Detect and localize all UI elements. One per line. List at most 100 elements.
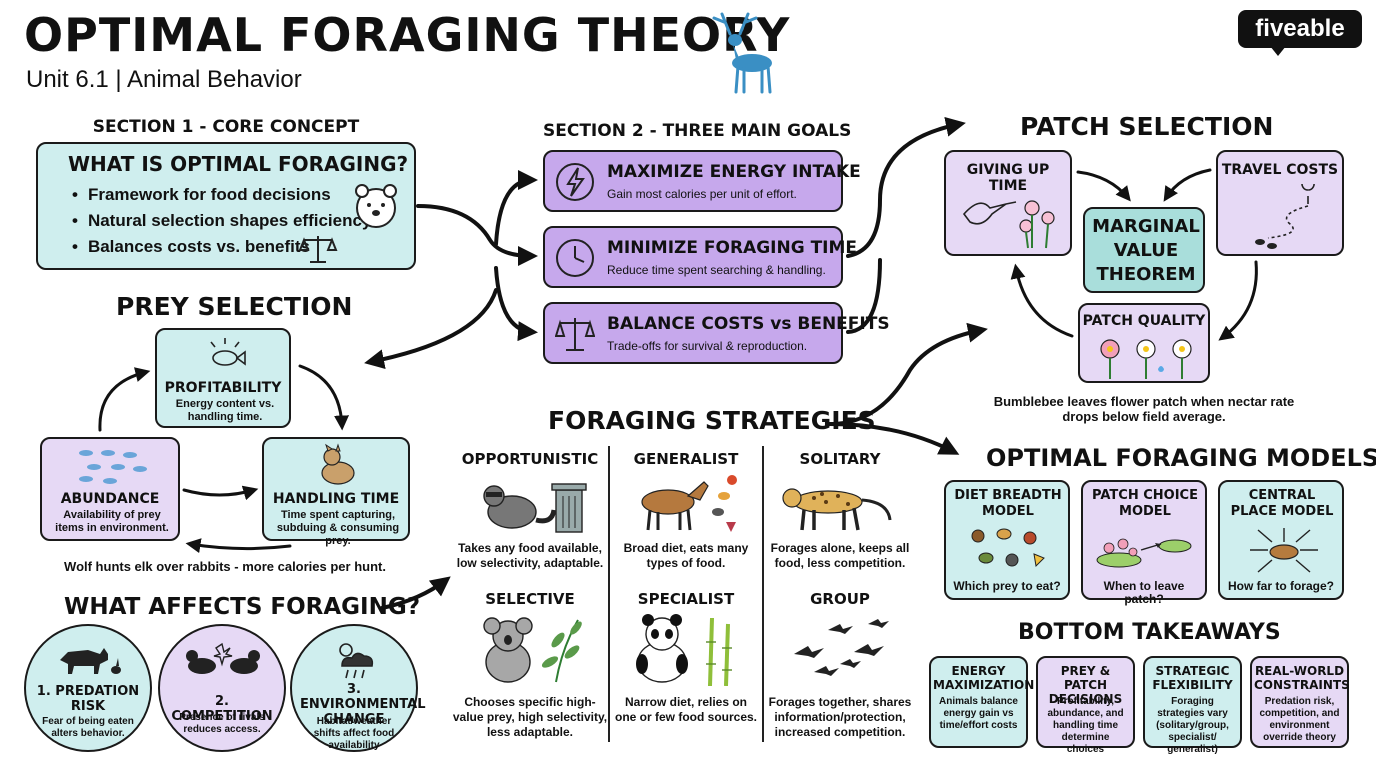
patch-quality-label: PATCH QUALITY bbox=[1082, 313, 1206, 329]
goal-title: BALANCE COSTS vs BENEFITS bbox=[607, 314, 890, 334]
fish-school-icon bbox=[79, 450, 147, 484]
giving-up-time-label: GIVING UP TIME bbox=[966, 162, 1050, 194]
panda-bamboo-icon bbox=[636, 614, 732, 686]
environmental-change-circle: 3. ENVIRONMENTAL CHANGE Habitat/weather … bbox=[290, 624, 426, 752]
competition-circle: 2. COMPETITION Presence of rivals reduce… bbox=[158, 624, 286, 752]
goal-card-balance: BALANCE COSTS vs BENEFITS Trade-offs for… bbox=[543, 302, 890, 364]
bumblebee-example: Bumblebee leaves flower patch when necta… bbox=[993, 394, 1295, 424]
strategy-title: GENERALIST bbox=[633, 450, 739, 468]
goal-desc: Gain most calories per unit of effort. bbox=[607, 187, 797, 201]
patch-title: PATCH SELECTION bbox=[1020, 112, 1274, 141]
central-place-card: CENTRAL PLACE MODEL How far to forage? bbox=[1218, 480, 1344, 600]
lightning-icon bbox=[556, 163, 594, 201]
strategies-title: FORAGING STRATEGIES bbox=[548, 406, 876, 435]
model-title: PATCH CHOICE MODEL bbox=[1092, 488, 1198, 519]
patch-quality-card: PATCH QUALITY bbox=[1078, 303, 1210, 383]
model-question: Which prey to eat? bbox=[953, 579, 1061, 593]
strategy-title: SOLITARY bbox=[799, 450, 881, 468]
bullet-item: Balances costs vs. benefits bbox=[72, 234, 371, 260]
fiveable-logo[interactable]: fiveable bbox=[1238, 10, 1362, 48]
arrow-quality-to-givingup bbox=[1010, 263, 1074, 338]
takeaway-card: STRATEGIC FLEXIBILITY Foraging strategie… bbox=[1143, 656, 1242, 755]
strategy-desc: Broad diet, eats many types of food. bbox=[623, 541, 749, 570]
core-concept-card: WHAT IS OPTIMAL FORAGING? Framework for … bbox=[36, 142, 416, 270]
profitability-desc: Energy content vs. handling time. bbox=[175, 398, 275, 423]
bullet-item: Framework for food decisions bbox=[72, 182, 371, 208]
takeaway-desc: Predation risk, competition, and environ… bbox=[1259, 696, 1340, 743]
travel-costs-label: TRAVEL COSTS bbox=[1221, 162, 1339, 178]
raccoon-trashcan-icon bbox=[483, 483, 587, 533]
flowers-icon bbox=[1100, 339, 1192, 379]
clock-icon bbox=[556, 239, 594, 277]
arrow-to-balance bbox=[494, 266, 538, 342]
handling-time-title: HANDLING TIME bbox=[272, 491, 400, 507]
arrow-givingup-to-mvt bbox=[1076, 170, 1131, 202]
patch-choice-card: PATCH CHOICE MODEL When to leave patch? bbox=[1081, 480, 1207, 606]
nest-arrows-icon bbox=[1250, 528, 1318, 573]
competing-animals-icon bbox=[186, 642, 260, 674]
competition-desc: Presence of rivals reduces access. bbox=[179, 712, 265, 735]
prey-title: PREY SELECTION bbox=[116, 292, 353, 321]
fish-icon bbox=[210, 338, 246, 366]
coyote-food-icon bbox=[641, 475, 737, 532]
bullet-item: Natural selection shapes efficiency bbox=[72, 208, 371, 234]
page-subtitle: Unit 6.1 | Animal Behavior bbox=[26, 66, 302, 93]
handling-time-card: HANDLING TIME Time spent capturing, subd… bbox=[262, 437, 410, 547]
predation-risk-circle: 1. PREDATION RISK Fear of being eaten al… bbox=[24, 624, 152, 752]
takeaway-title: STRATEGIC FLEXIBILITY bbox=[1152, 664, 1233, 692]
deer-icon bbox=[712, 12, 772, 94]
patches-icon bbox=[1096, 538, 1192, 568]
goal-card-time: MINIMIZE FORAGING TIME Reduce time spent… bbox=[543, 226, 857, 288]
arrow-abundance-to-profit bbox=[98, 367, 151, 432]
takeaway-title: ENERGY MAXIMIZATION bbox=[933, 664, 1035, 692]
strategy-divider bbox=[762, 446, 764, 742]
bird-flock-icon bbox=[794, 619, 889, 676]
model-question: When to leave patch? bbox=[1103, 579, 1185, 606]
logo-tail bbox=[1270, 46, 1286, 56]
arrow-to-prey bbox=[364, 288, 498, 370]
handling-time-desc: Time spent capturing, subduing & consumi… bbox=[276, 509, 400, 547]
storm-cloud-icon bbox=[339, 643, 374, 679]
balance-scale-icon bbox=[555, 318, 595, 351]
strategy-desc: Takes any food available, low selectivit… bbox=[456, 541, 604, 570]
abundance-card: ABUNDANCE Availability of prey items in … bbox=[40, 437, 180, 541]
cat-eating-icon bbox=[321, 443, 355, 485]
abundance-desc: Availability of prey items in environmen… bbox=[55, 509, 169, 534]
strategy-desc: Chooses specific high-value prey, high s… bbox=[452, 695, 608, 739]
affects-title: WHAT AFFECTS FORAGING? bbox=[64, 594, 421, 620]
koala-eucalyptus-icon bbox=[483, 617, 582, 683]
mvt-label: MARGINAL VALUE THEOREM bbox=[1092, 216, 1200, 285]
abundance-title: ABUNDANCE bbox=[60, 491, 160, 507]
model-question: How far to forage? bbox=[1227, 579, 1334, 593]
strategy-desc: Forages alone, keeps all food, less comp… bbox=[770, 541, 910, 570]
arrow-to-energy bbox=[494, 170, 538, 246]
strategy-title: GROUP bbox=[810, 590, 870, 608]
predation-risk-desc: Fear of being eaten alters behavior. bbox=[42, 716, 134, 739]
section2-label: SECTION 2 - THREE MAIN GOALS bbox=[543, 121, 852, 141]
strategy-desc: Narrow diet, relies on one or few food s… bbox=[614, 695, 758, 724]
wolf-example: Wolf hunts elk over rabbits - more calor… bbox=[64, 559, 386, 574]
goal-title: MINIMIZE FORAGING TIME bbox=[607, 238, 858, 258]
arrow-abundance-to-handling bbox=[182, 485, 259, 501]
strategy-title: SPECIALIST bbox=[637, 590, 735, 608]
strategy-title: OPPORTUNISTIC bbox=[461, 450, 599, 468]
mvt-card: MARGINAL VALUE THEOREM bbox=[1083, 207, 1205, 293]
strategy-divider bbox=[608, 446, 610, 742]
scale-icon bbox=[298, 236, 338, 263]
profitability-card: PROFITABILITY Energy content vs. handlin… bbox=[155, 328, 291, 428]
core-concept-title: WHAT IS OPTIMAL FORAGING? bbox=[68, 152, 409, 176]
section1-label: SECTION 1 - CORE CONCEPT bbox=[92, 117, 360, 137]
giving-up-time-card: GIVING UP TIME bbox=[944, 150, 1072, 256]
arrow-travel-to-mvt bbox=[1163, 168, 1212, 202]
mixed-prey-icon bbox=[971, 528, 1045, 568]
footprints-icon bbox=[1255, 184, 1315, 249]
takeaway-card: REAL-WORLD CONSTRAINTS Predation risk, c… bbox=[1250, 656, 1350, 748]
takeaway-desc: Foraging strategies vary (solitary/group… bbox=[1156, 696, 1229, 755]
wolf-rabbit-icon bbox=[60, 648, 121, 674]
takeaway-desc: Animals balance energy gain vs time/effo… bbox=[939, 696, 1018, 731]
thinking-bear-icon bbox=[355, 184, 397, 228]
goal-desc: Reduce time spent searching & handling. bbox=[607, 263, 826, 277]
predation-risk-title: 1. PREDATION RISK bbox=[36, 684, 140, 714]
travel-costs-card: TRAVEL COSTS bbox=[1216, 150, 1344, 256]
takeaway-card: PREY & PATCH DECISIONS Profitability, ab… bbox=[1036, 656, 1135, 755]
